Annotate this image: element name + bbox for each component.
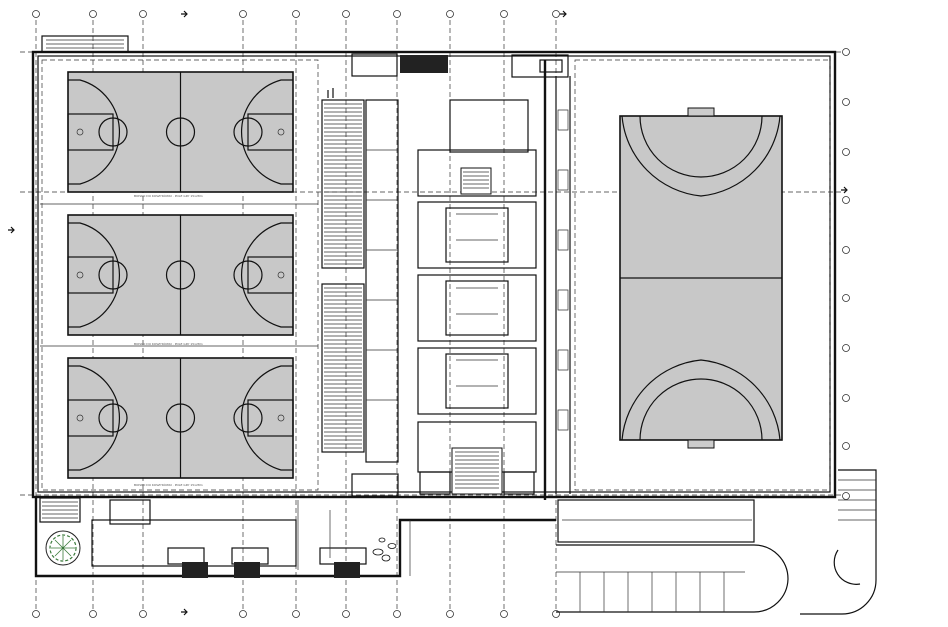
parking-area [556, 469, 877, 615]
court-caption-3: BOISKO DO KOSZYKÓWKI · POLE GRY 15x28m [134, 482, 203, 487]
court-caption-1: BOISKO DO KOSZYKÓWKI · POLE GRY 15x28m [134, 193, 203, 198]
basketball-court-1 [67, 71, 294, 193]
basketball-court-2 [67, 214, 294, 336]
decorative-stones [372, 537, 397, 562]
lower-annex [39, 497, 411, 578]
basketball-court-3 [67, 357, 294, 479]
tree-symbol [45, 530, 81, 566]
court-caption-2: BOISKO DO KOSZYKÓWKI · POLE GRY 15x28m [134, 341, 203, 346]
handball-court [574, 59, 831, 491]
building-walls [31, 35, 837, 578]
bleachers [321, 88, 399, 463]
locker-rooms [351, 60, 571, 500]
court-dividers [40, 59, 319, 491]
